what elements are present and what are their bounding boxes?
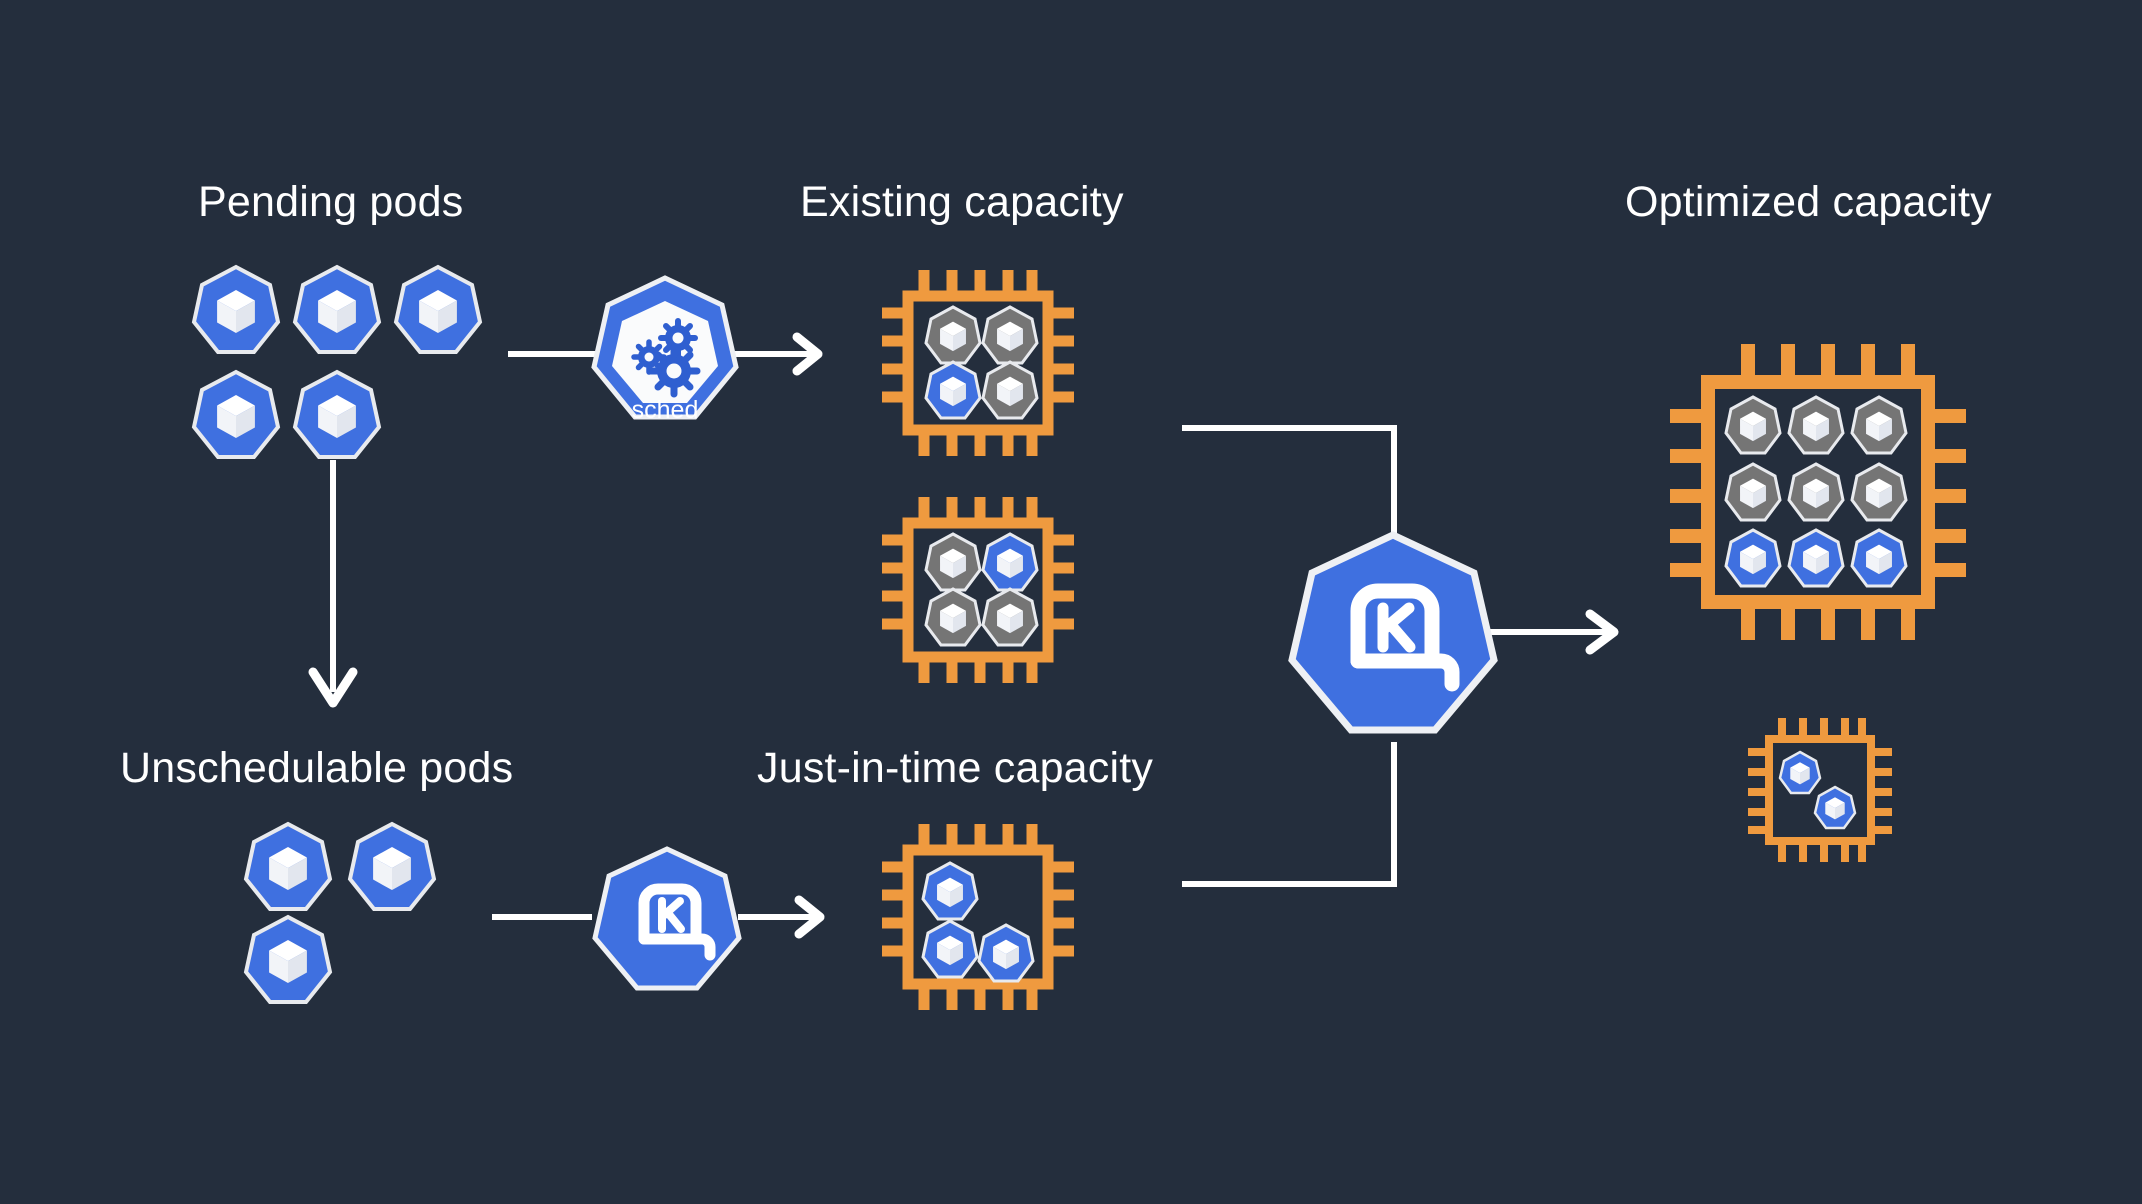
gears-icon xyxy=(631,318,701,398)
karpenter-k-icon xyxy=(1350,583,1460,692)
pod-icon xyxy=(394,265,482,354)
pod-icon-grey xyxy=(1850,462,1908,522)
pod-icon xyxy=(244,915,332,1004)
heptagon-shape xyxy=(592,846,742,991)
chip-existing-2[interactable] xyxy=(872,485,1082,695)
label-just-in-time-capacity: Just-in-time capacity xyxy=(757,744,1154,792)
pod-icon-blue xyxy=(1778,750,1822,795)
pod-icon-blue xyxy=(921,919,979,979)
karpenter-badge-main[interactable] xyxy=(1288,530,1498,740)
pod-icon-blue xyxy=(977,923,1035,983)
pod-icon-blue xyxy=(921,861,979,921)
karpenter-k-letter xyxy=(1377,602,1416,653)
scheduler-badge[interactable]: sched xyxy=(590,275,740,435)
chip-body xyxy=(1765,735,1875,845)
pod-icon-blue xyxy=(981,532,1039,592)
chip-optimized-large[interactable] xyxy=(1656,330,1981,655)
chip-existing-1[interactable] xyxy=(872,258,1082,468)
pod-icon-blue xyxy=(1724,528,1782,588)
label-existing-capacity: Existing capacity xyxy=(800,178,1124,226)
pod-icon-grey xyxy=(924,587,982,647)
pending-pods-group xyxy=(192,265,586,465)
pod-icon-grey xyxy=(1787,395,1845,455)
chip-just-in-time[interactable] xyxy=(872,812,1082,1022)
pod-icon-grey xyxy=(1724,462,1782,522)
connector-bracket-bottom xyxy=(1182,742,1397,887)
chip-body xyxy=(1701,375,1935,609)
pod-icon-blue xyxy=(1787,528,1845,588)
label-pending-pods: Pending pods xyxy=(198,178,464,226)
connector-karpenter-to-jit-chip xyxy=(738,895,825,939)
pod-icon xyxy=(192,265,280,354)
label-unschedulable-pods: Unschedulable pods xyxy=(120,744,514,792)
chip-body xyxy=(902,844,1054,990)
pod-icon-grey xyxy=(924,305,982,365)
pod-icon xyxy=(348,822,436,911)
connector-scheduler-to-existing xyxy=(735,332,823,376)
karpenter-badge-jit[interactable] xyxy=(592,845,742,995)
connector-karpenter-to-optimized xyxy=(1490,609,1619,655)
chip-body xyxy=(902,517,1054,663)
scheduler-caption: sched xyxy=(632,396,699,424)
label-optimized-capacity: Optimized capacity xyxy=(1625,178,1992,226)
pod-icon-blue xyxy=(924,360,982,420)
pod-icon-grey xyxy=(1724,395,1782,455)
pod-icon xyxy=(244,822,332,911)
pod-icon xyxy=(192,370,280,459)
chip-optimized-small[interactable] xyxy=(1740,710,1900,870)
pod-icon-grey xyxy=(981,360,1039,420)
chip-body xyxy=(902,290,1054,436)
karpenter-k-icon xyxy=(638,883,716,961)
karpenter-k-letter xyxy=(658,897,685,933)
unschedulable-pods-group xyxy=(244,822,538,1022)
pod-icon-grey xyxy=(981,587,1039,647)
pod-icon-grey xyxy=(1850,395,1908,455)
pod-icon xyxy=(293,370,381,459)
pod-icon-blue xyxy=(1813,785,1857,830)
pod-icon-grey xyxy=(924,532,982,592)
pod-icon-grey xyxy=(1787,462,1845,522)
pod-icon xyxy=(293,265,381,354)
pod-icon-grey xyxy=(981,305,1039,365)
pod-icon-blue xyxy=(1850,528,1908,588)
connector-pending-to-unschedulable xyxy=(308,460,358,708)
